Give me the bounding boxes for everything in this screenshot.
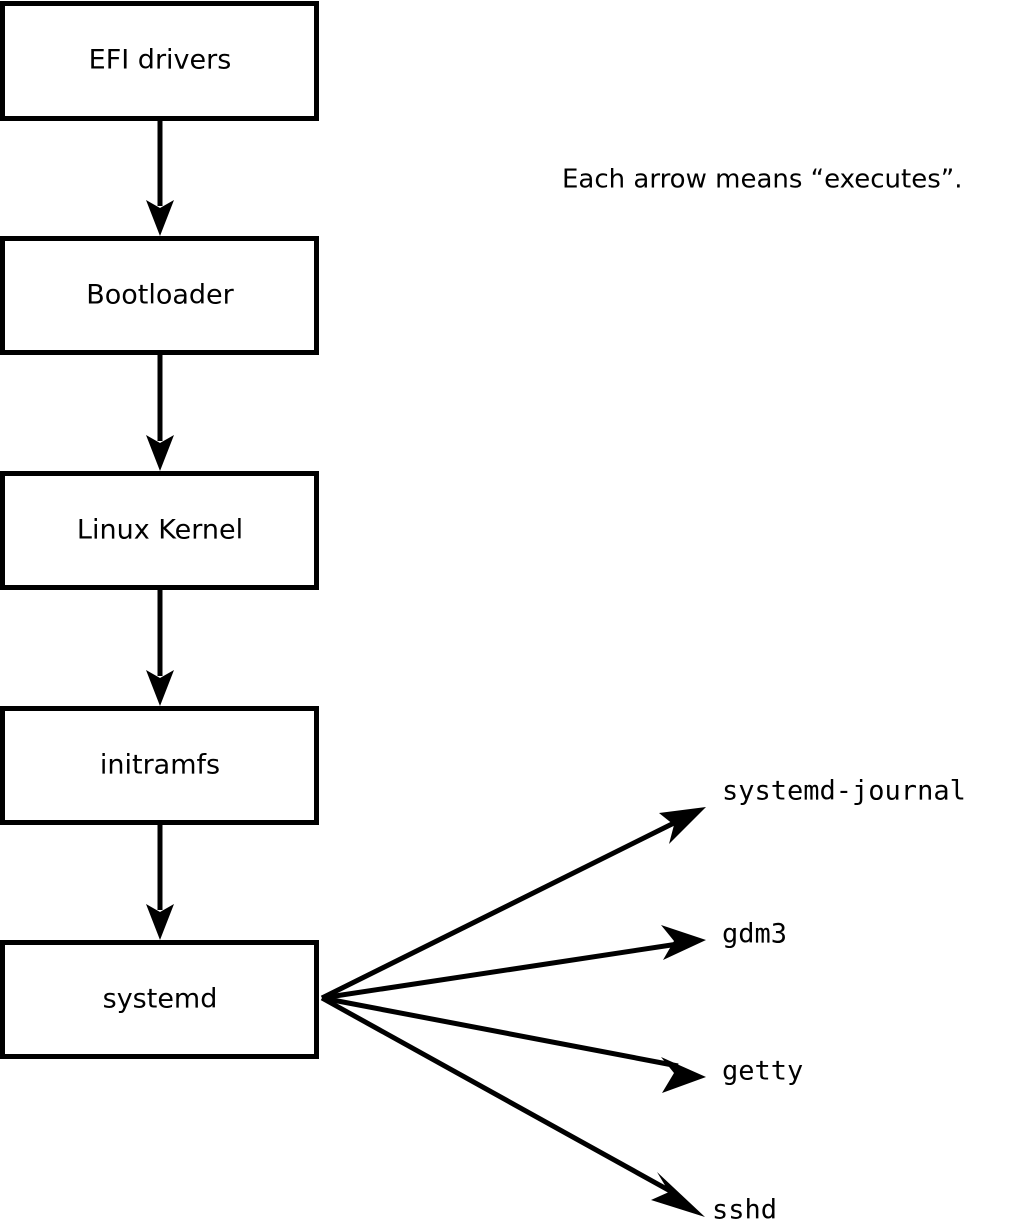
edge-systemd-to-gdm3 bbox=[321, 925, 706, 1001]
chain-connectors bbox=[146, 119, 174, 940]
edge-kernel-to-initramfs bbox=[146, 588, 174, 706]
edge-systemd-to-systemd-journal bbox=[320, 807, 706, 1001]
legend-note: Each arrow means “executes”. bbox=[562, 165, 963, 195]
edge-initramfs-to-systemd bbox=[146, 823, 174, 940]
edge-efi-to-bootloader bbox=[146, 119, 174, 236]
node-systemd[interactable]: systemd bbox=[0, 940, 319, 1059]
node-label-bootloader: Bootloader bbox=[86, 280, 234, 311]
arrow-head-icon bbox=[146, 904, 174, 940]
arrow-head-icon bbox=[146, 670, 174, 706]
node-label-gdm3: gdm3 bbox=[722, 919, 787, 950]
node-label-sshd: sshd bbox=[712, 1195, 777, 1226]
service-connectors bbox=[320, 807, 706, 1217]
edge-bootloader-to-kernel bbox=[146, 353, 174, 471]
node-initramfs[interactable]: initramfs bbox=[0, 706, 319, 825]
node-label-systemd: systemd bbox=[103, 984, 218, 1015]
arrow-head-icon bbox=[661, 925, 706, 960]
node-label-efi-drivers: EFI drivers bbox=[89, 45, 232, 76]
arrow-head-icon bbox=[146, 435, 174, 471]
node-linux-kernel[interactable]: Linux Kernel bbox=[0, 471, 319, 590]
node-efi-drivers[interactable]: EFI drivers bbox=[0, 1, 319, 121]
node-label-initramfs: initramfs bbox=[100, 750, 220, 781]
node-label-systemd-journal: systemd-journal bbox=[722, 776, 966, 807]
arrow-head-icon bbox=[651, 1172, 705, 1217]
node-bootloader[interactable]: Bootloader bbox=[0, 236, 319, 355]
node-label-getty: getty bbox=[722, 1056, 803, 1087]
edge-systemd-to-sshd bbox=[320, 995, 705, 1217]
node-label-linux-kernel: Linux Kernel bbox=[77, 515, 243, 546]
node-gdm3[interactable]: gdm3 bbox=[722, 919, 787, 950]
node-systemd-journal[interactable]: systemd-journal bbox=[722, 776, 966, 807]
arrow-head-icon bbox=[659, 807, 706, 844]
edge-systemd-to-getty bbox=[321, 995, 706, 1093]
arrow-head-icon bbox=[661, 1057, 706, 1093]
arrow-head-icon bbox=[146, 200, 174, 236]
node-sshd[interactable]: sshd bbox=[712, 1195, 777, 1226]
node-getty[interactable]: getty bbox=[722, 1056, 803, 1087]
